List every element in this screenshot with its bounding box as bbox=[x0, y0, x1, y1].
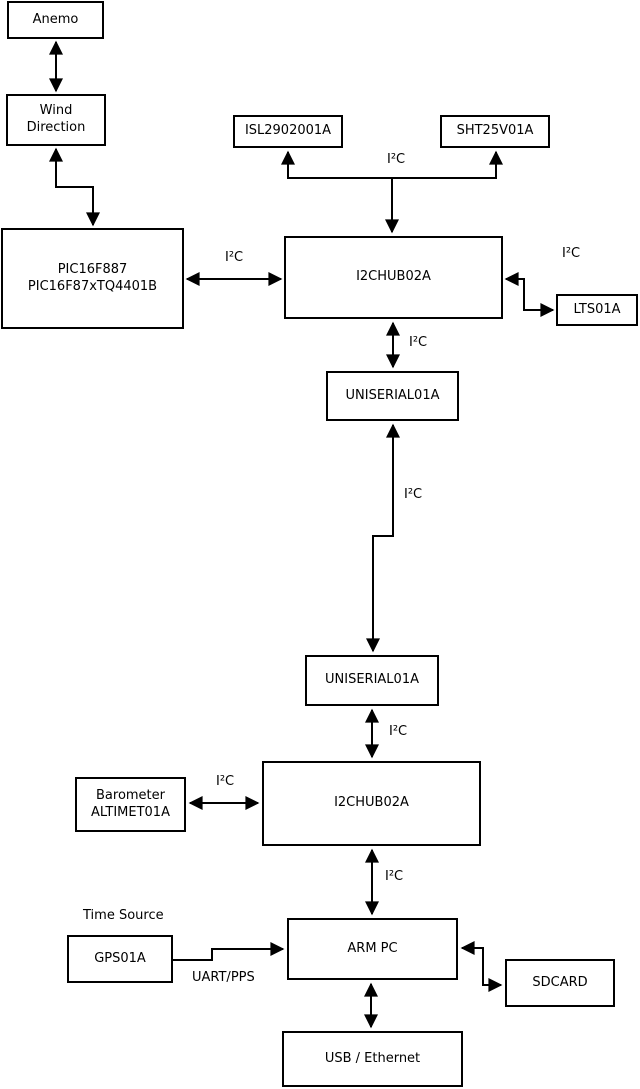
box-anemometer: Anemo bbox=[7, 1, 104, 39]
box-pic-microcontroller-label: PIC16F887 PIC16F87xTQ4401B bbox=[27, 261, 158, 294]
box-arm-pc: ARM PC bbox=[287, 918, 458, 980]
box-gps: GPS01A bbox=[67, 935, 173, 983]
box-sht-sensor: SHT25V01A bbox=[440, 115, 550, 148]
edge-wind-pic bbox=[49, 147, 100, 227]
box-sdcard: SDCARD bbox=[505, 959, 615, 1007]
edge-label-i2c-pic-hub: I²C bbox=[225, 250, 244, 265]
box-wind-direction: Wind Direction bbox=[6, 94, 106, 146]
box-arm-pc-label: ARM PC bbox=[347, 940, 398, 956]
box-pic-microcontroller: PIC16F887 PIC16F87xTQ4401B bbox=[1, 228, 184, 329]
box-usb-ethernet: USB / Ethernet bbox=[282, 1031, 463, 1087]
edge-label-i2c-hub-lts: I²C bbox=[562, 246, 581, 261]
edge-label-i2c-uniserial-link: I²C bbox=[404, 487, 423, 502]
edge-armpc-sdcard bbox=[460, 941, 503, 992]
box-lts-sensor-label: LTS01A bbox=[573, 301, 621, 317]
edge-label-uart-pps: UART/PPS bbox=[192, 970, 255, 985]
box-uniserial-top-label: UNISERIAL01A bbox=[345, 387, 440, 403]
box-barometer-label: Barometer ALTIMET01A bbox=[91, 787, 170, 820]
box-isl-sensor: ISL2902001A bbox=[233, 115, 343, 148]
edge-label-i2c-barometer: I²C bbox=[216, 774, 235, 789]
box-uniserial-bottom-label: UNISERIAL01A bbox=[325, 672, 419, 688]
box-wind-direction-label: Wind Direction bbox=[26, 103, 86, 135]
box-isl-sensor-label: ISL2902001A bbox=[244, 123, 332, 139]
box-uniserial-bottom: UNISERIAL01A bbox=[305, 655, 439, 706]
box-sdcard-label: SDCARD bbox=[532, 974, 588, 990]
box-anemometer-label: Anemo bbox=[32, 11, 79, 27]
box-i2c-hub-bottom-label: I2CHUB02A bbox=[334, 795, 409, 811]
box-uniserial-top: UNISERIAL01A bbox=[326, 371, 459, 421]
box-i2c-hub-top-label: I2CHUB02A bbox=[356, 269, 431, 285]
edge-label-i2c-hub-uniserial: I²C bbox=[409, 335, 428, 350]
box-i2c-hub-bottom: I2CHUB02A bbox=[262, 761, 481, 846]
box-barometer: Barometer ALTIMET01A bbox=[75, 777, 186, 832]
edge-label-i2c-uniserial-hub2: I²C bbox=[389, 724, 408, 739]
box-gps-label: GPS01A bbox=[94, 950, 146, 966]
edge-gps-armpc bbox=[162, 942, 285, 961]
box-lts-sensor: LTS01A bbox=[556, 294, 638, 326]
edge-label-i2c-hub2-armpc: I²C bbox=[385, 869, 404, 884]
box-sht-sensor-label: SHT25V01A bbox=[456, 123, 534, 139]
edge-label-time-source: Time Source bbox=[83, 908, 164, 923]
box-usb-ethernet-label: USB / Ethernet bbox=[324, 1050, 421, 1066]
edge-i2chub-top-lts bbox=[504, 272, 555, 317]
edge-uniserial-link bbox=[366, 423, 400, 653]
edge-label-i2c-hub-sensors: I²C bbox=[387, 152, 406, 167]
box-i2c-hub-top: I2CHUB02A bbox=[284, 236, 503, 319]
